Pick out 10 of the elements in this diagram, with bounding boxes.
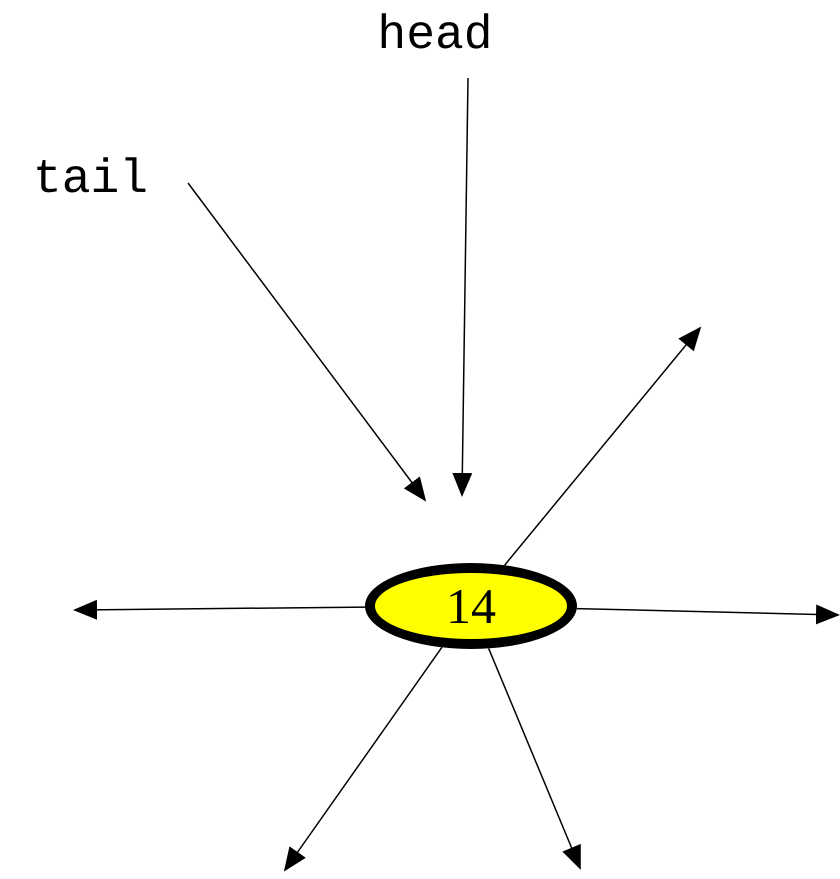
arrow bbox=[284, 646, 442, 872]
node-label: tail bbox=[8, 152, 173, 208]
arrow bbox=[452, 78, 472, 497]
arrow bbox=[576, 604, 840, 624]
ellipse-node: 14 bbox=[365, 563, 577, 649]
node-label: head bbox=[350, 8, 520, 64]
arrow bbox=[488, 648, 581, 870]
arrow bbox=[187, 182, 426, 502]
arrow bbox=[73, 600, 366, 620]
arrow bbox=[504, 326, 702, 566]
